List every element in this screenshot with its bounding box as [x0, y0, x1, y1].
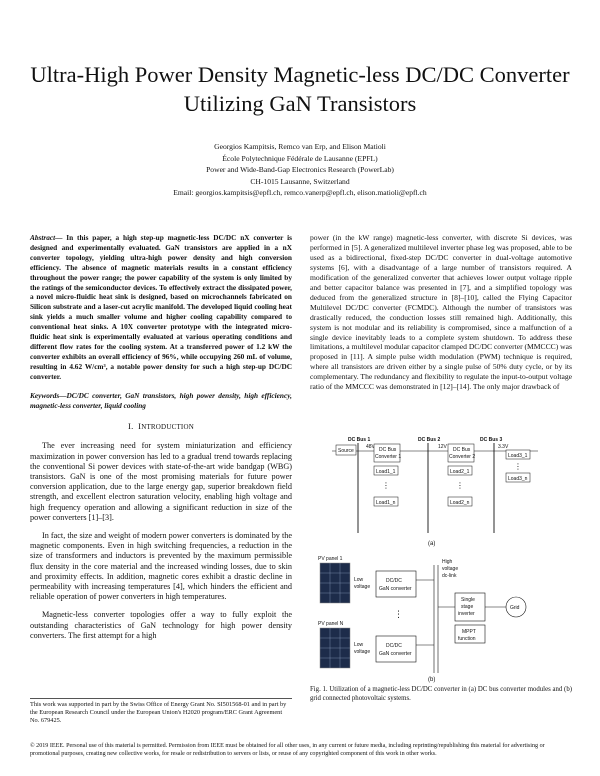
author-institution: École Polytechnique Fédérale de Lausanne…: [222, 153, 378, 163]
right-column: power (in the kW range) magnetic-less co…: [310, 233, 572, 392]
bus2-voltage: 12V: [438, 444, 448, 450]
load3-n-label: Load3_n: [508, 476, 528, 482]
load2-n-box: [447, 496, 473, 507]
author-city: CH-1015 Lausanne, Switzerland: [250, 176, 350, 186]
mppt-label-a: MPPT: [462, 629, 476, 635]
paper-title: Ultra-High Power Density Magnetic-less D…: [30, 62, 570, 116]
load2-1-label: Load2_1: [450, 469, 470, 475]
keywords-label: Keywords: [30, 390, 60, 400]
pv-panel-n-label: PV panel N: [318, 621, 344, 627]
section-title-rest: NTRODUCTION: [141, 423, 194, 432]
pv-panel-n-grid: [320, 628, 350, 668]
load3-1-box: [505, 449, 531, 460]
gan-converter-1-label-b: GaN converter: [379, 586, 412, 592]
hv-label-c: dc-link: [442, 573, 457, 579]
hv-label-a: High: [442, 559, 453, 565]
converter-2-label-b: Converter 2: [449, 454, 475, 460]
hv-label-b: voltage: [442, 566, 458, 572]
load3-ellipsis: ⋮: [514, 462, 522, 471]
left-column: Abstract— In this paper, a high step-up …: [30, 233, 292, 649]
section-heading-introduction: I. INTRODUCTION: [30, 421, 292, 433]
bus1-voltage: 48V: [366, 444, 376, 450]
pv-panel-1-label: PV panel 1: [318, 556, 343, 562]
figure-1: DC Bus 1 48V DC Bus 2 12V DC Bus 3 3.3V …: [310, 433, 572, 703]
inverter-label-c: inverter: [458, 611, 475, 617]
load1-n-label: Load1_n: [376, 500, 396, 506]
mppt-label-b: function: [458, 636, 476, 642]
figure-1b-label: (b): [428, 677, 435, 683]
abstract: Abstract— In this paper, a high step-up …: [30, 233, 292, 382]
copyright-notice: © 2019 IEEE. Personal use of this materi…: [30, 743, 545, 757]
grid-label: Grid: [510, 605, 520, 611]
bus2-label: DC Bus 2: [418, 437, 440, 443]
keywords: Keywords—DC/DC converter, GaN transistor…: [30, 391, 292, 411]
converter-1-label-b: Converter 1: [375, 454, 401, 460]
bus1-label: DC Bus 1: [348, 437, 370, 443]
converter-2-label: DC Bus: [453, 447, 471, 453]
figure-1a: DC Bus 1 48V DC Bus 2 12V DC Bus 3 3.3V …: [332, 437, 538, 547]
low-voltage-na: Low: [354, 642, 364, 648]
low-voltage-nb: voltage: [354, 649, 370, 655]
keywords-text: —DC/DC converter, GaN transistors, high …: [30, 390, 292, 410]
load1-1-label: Load1_1: [376, 469, 396, 475]
figure-1-caption: Fig. 1. Utilization of a magnetic-less D…: [310, 686, 572, 702]
author-email: Email: georgios.kampitsis@epfl.ch, remco…: [173, 188, 427, 197]
section-first-letter: I: [138, 421, 142, 432]
mppt-box: [454, 624, 486, 644]
converter-ellipsis: ⋮: [394, 609, 403, 619]
bus3-voltage: 3.3V: [498, 444, 509, 450]
load2-n-label: Load2_n: [450, 500, 470, 506]
bus3-label: DC Bus 3: [480, 437, 502, 443]
inverter-label-b: stage: [461, 604, 473, 610]
author-lab: Power and Wide-Band-Gap Electronics Rese…: [206, 165, 394, 174]
inverter-label-a: Single: [461, 597, 475, 603]
low-voltage-1a: Low: [354, 577, 364, 583]
load3-n-box: [505, 472, 531, 483]
load1-1-box: [373, 465, 399, 476]
converter-2-box: [447, 443, 475, 463]
load1-n-box: [373, 496, 399, 507]
figure-1-diagram: DC Bus 1 48V DC Bus 2 12V DC Bus 3 3.3V …: [318, 437, 538, 683]
source-label: Source: [338, 448, 354, 454]
gan-converter-1: [375, 570, 417, 598]
converter-1-label: DC Bus: [379, 447, 397, 453]
author-block: Georgios Kampitsis, Remco van Erp, and E…: [60, 141, 540, 199]
load3-1-label: Load3_1: [508, 453, 528, 459]
author-names: Georgios Kampitsis, Remco van Erp, and E…: [214, 142, 386, 151]
funding-footnote: This work was supported in part by the S…: [30, 698, 292, 725]
dc-link-bus: [416, 565, 435, 673]
figure-1a-label: (a): [428, 541, 435, 547]
load2-1-box: [447, 465, 473, 476]
intro-paragraph-2: In fact, the size and weight of modern p…: [30, 530, 292, 602]
load2-ellipsis: ⋮: [456, 481, 464, 490]
section-number: I.: [128, 421, 134, 432]
low-voltage-1b: voltage: [354, 584, 370, 590]
figure-1b: PV panel 1 Low voltage DC/DC GaN convert…: [318, 556, 527, 683]
gan-converter-n: [375, 635, 417, 663]
gan-converter-1-label: DC/DC: [386, 578, 402, 584]
source-box: [335, 444, 357, 456]
abstract-text: — In this paper, a high step-up magnetic…: [30, 233, 292, 381]
grid-circle: [505, 596, 527, 618]
gan-converter-n-label: DC/DC: [386, 643, 402, 649]
load1-ellipsis: ⋮: [382, 481, 390, 490]
pv-panel-1-grid: [320, 563, 350, 603]
intro-paragraph-3: Magnetic-less converter topologies offer…: [30, 610, 292, 640]
right-column-text: power (in the kW range) magnetic-less co…: [310, 233, 572, 392]
converter-1-box: [373, 443, 401, 463]
abstract-label: Abstract: [30, 233, 56, 242]
gan-converter-n-label-b: GaN converter: [379, 651, 412, 657]
intro-paragraph-1: The ever increasing need for system mini…: [30, 441, 292, 522]
